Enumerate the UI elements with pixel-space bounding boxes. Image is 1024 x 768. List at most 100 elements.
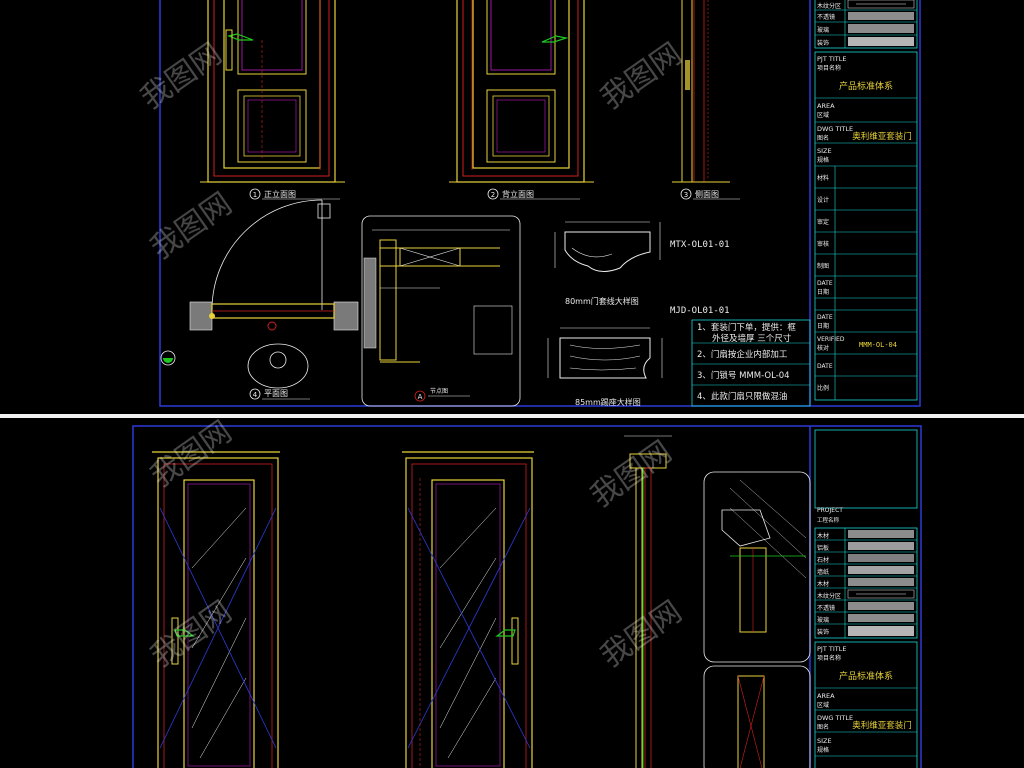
- bmat-row-3: 石材: [817, 556, 829, 564]
- b-area-cn: 区域: [817, 701, 829, 709]
- glass-door-elevation-2: [402, 451, 534, 768]
- verified-en: VERIFIED: [817, 336, 845, 343]
- plan-view-marker: [249, 388, 261, 400]
- b-pjt-title-cn: 项目名称: [817, 654, 841, 662]
- scale-label: 比例: [817, 384, 829, 392]
- section-marker-letter: A: [418, 393, 423, 401]
- size-en: SIZE: [817, 147, 832, 155]
- date-en-3: DATE: [817, 363, 833, 370]
- front-view-number: 1: [253, 191, 257, 199]
- sheet-border-bottom: [132, 425, 922, 768]
- note-line-4: 3、门锁号 MMM-OL-04: [697, 370, 790, 381]
- front-view-marker: [249, 188, 261, 200]
- note-line-3: 2、门扇按企业内部加工: [697, 349, 788, 360]
- casing-code: MTX-OL01-01: [670, 240, 730, 250]
- note-line-2: 外径及墙厚 三个尺寸: [712, 333, 792, 344]
- bmat-row-1: 木材: [817, 532, 829, 540]
- dwg-value: 奥利维亚套装门: [852, 131, 912, 142]
- b-dwg-title-cn: 图名: [817, 723, 829, 731]
- pjt-title-cn: 项目名称: [817, 64, 841, 72]
- size-cn: 规格: [817, 156, 829, 164]
- door-back-elevation: [449, 0, 594, 183]
- dwg-title-en: DWG TITLE: [817, 125, 853, 133]
- watermark-3: 我图网: [145, 186, 239, 266]
- b-dwg-value: 奥利维亚套装门: [852, 720, 912, 731]
- plan-view-label: 平面图: [264, 389, 288, 398]
- row-review: 审核: [817, 240, 829, 248]
- bottom-sheet-canvas: PROJECT 工程名称 木材 铝板 石材 墙纸 木材 木纹分区 不透镜 玻璃 …: [132, 418, 922, 768]
- glass-door-side-section: [624, 435, 672, 768]
- door-plan-view: [160, 199, 359, 389]
- bmat-row-2: 铝板: [817, 544, 829, 552]
- b-pjt-title-en: PJT TITLE: [817, 645, 846, 653]
- row-material: 材料: [817, 174, 829, 182]
- date-en-2: DATE: [817, 314, 833, 321]
- note-line-5: 4、此款门扇只限做混油: [697, 391, 787, 402]
- watermark-2: 我图网: [595, 36, 689, 116]
- base-profile-detail: [547, 327, 663, 379]
- glass-door-elevation-1: [152, 451, 280, 768]
- plan-view-number: 4: [253, 391, 258, 399]
- dwg-title-cn: 图名: [817, 134, 829, 142]
- base-code: MJD-OL01-01: [670, 306, 730, 316]
- row-design: 设计: [817, 196, 829, 204]
- bmat-row-8: 玻璃: [817, 616, 829, 624]
- back-view-number: 2: [491, 191, 495, 199]
- sheet-border: [159, 0, 921, 407]
- row-draw: 制图: [817, 262, 829, 270]
- door-side-view: [672, 0, 730, 183]
- bmat-row-5: 木材: [817, 580, 829, 588]
- section-marker: [414, 390, 426, 402]
- notes-table: [691, 319, 811, 407]
- mat-row-3: 玻璃: [817, 26, 829, 34]
- project-en: PROJECT: [817, 507, 843, 514]
- sheet-separator: [0, 414, 1024, 418]
- watermark-4: 我图网: [145, 418, 239, 495]
- b-area-en: AREA: [817, 692, 835, 700]
- b-pjt-value: 产品标准体系: [839, 670, 893, 682]
- mat-row-4: 装饰: [817, 39, 829, 47]
- date-cn-1: 日期: [817, 288, 829, 296]
- bottom-drawing-sheet: PROJECT 工程名称 木材 铝板 石材 墙纸 木材 木纹分区 不透镜 玻璃 …: [0, 418, 1024, 768]
- verified-cn: 核对: [817, 344, 829, 352]
- b-size-cn: 规格: [817, 746, 829, 754]
- note-line-1: 1、套装门下单，提供：框: [697, 322, 796, 333]
- back-view-label: 背立面图: [502, 189, 534, 199]
- back-view-marker: [487, 188, 499, 200]
- frame-detail-callout-1: [703, 471, 811, 663]
- project-cn: 工程名称: [817, 516, 840, 524]
- watermark-group-bottom: 我图网 我图网 我图网 我图网: [145, 418, 689, 675]
- date-cn-2: 日期: [817, 322, 829, 330]
- front-view-label: 正立面图: [264, 189, 296, 199]
- bmat-row-9: 装饰: [817, 628, 829, 636]
- top-sheet-canvas: 1 正立面图 2 背立面图 3 侧面图: [135, 0, 921, 407]
- section-detail: [361, 215, 521, 407]
- side-view-marker: [680, 188, 692, 200]
- bmat-row-7: 不透镜: [817, 604, 835, 612]
- base-label: 85mm踢座大样图: [575, 397, 641, 407]
- casing-label: 80mm门套线大样图: [565, 296, 639, 306]
- mat-row-1: 木纹分区: [817, 2, 841, 10]
- casing-profile-detail: [554, 221, 661, 272]
- bmat-row-6: 木纹分区: [817, 592, 841, 600]
- title-block-bottom: [814, 429, 918, 768]
- title-block-top: [814, 0, 918, 401]
- top-drawing-sheet: 1 正立面图 2 背立面图 3 侧面图: [134, 0, 921, 407]
- row-approve: 审定: [817, 218, 829, 226]
- b-dwg-title-en: DWG TITLE: [817, 714, 853, 722]
- date-en-1: DATE: [817, 280, 833, 287]
- door-front-elevation: [200, 0, 345, 183]
- area-cn: 区域: [817, 111, 829, 119]
- section-view-label: 节点图: [430, 387, 448, 395]
- area-en: AREA: [817, 102, 835, 110]
- pjt-value: 产品标准体系: [839, 80, 893, 92]
- frame-detail-callout-2: [703, 665, 811, 768]
- watermark-7: 我图网: [595, 594, 689, 674]
- pjt-title-en: PJT TITLE: [817, 55, 846, 63]
- side-view-label: 侧面图: [695, 189, 719, 199]
- drawing-number: MMM-OL-04: [859, 341, 897, 349]
- side-view-number: 3: [684, 191, 688, 199]
- b-size-en: SIZE: [817, 737, 832, 745]
- bmat-row-4: 墙纸: [817, 568, 829, 576]
- mat-row-2: 不透镜: [817, 13, 835, 21]
